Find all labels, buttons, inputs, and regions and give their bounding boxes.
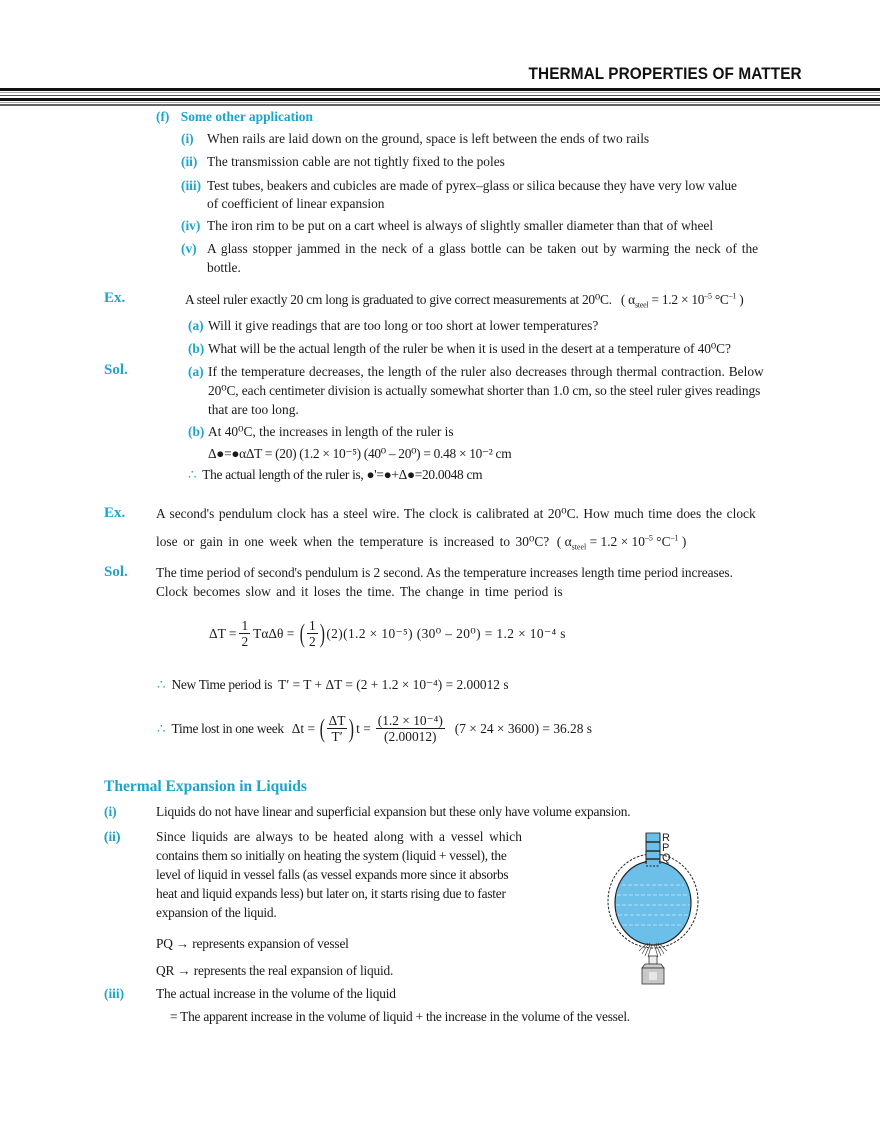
- solution1-conclusion: ∴The actual length of the ruler is, ●'=●…: [188, 467, 483, 482]
- solution1-part-a-cont: 20⁰C, each centimeter division is actual…: [208, 383, 761, 398]
- given-alpha: ( αsteel = 1.2 × 10–5 °C–1 ): [620, 291, 744, 310]
- applications-label: (f): [156, 109, 170, 124]
- application-item: (iii)Test tubes, beakers and cubicles ar…: [181, 178, 737, 193]
- liquids-item: (i)Liquids do not have linear and superf…: [104, 804, 631, 819]
- application-item: (i)When rails are laid down on the groun…: [181, 131, 650, 146]
- flask-expansion-diagram: R P Q: [590, 830, 720, 990]
- liquids-item-line: expansion of the liquid.: [156, 905, 277, 920]
- svg-text:P: P: [662, 842, 669, 854]
- application-item: (v)A glass stopper jammed in the neck of…: [181, 241, 759, 256]
- qr-description: QR → represents the real expansion of li…: [156, 963, 394, 978]
- liquids-item-line: Since liquids are always to be heated al…: [156, 829, 522, 844]
- solution1-part-b: (b)At 40⁰C, the increases in length of t…: [188, 424, 454, 439]
- applications-title: Some other application: [180, 109, 313, 124]
- liquids-item-line: level of liquid in vessel falls (as vess…: [156, 867, 509, 882]
- example2-line2: lose or gain in one week when the temper…: [156, 533, 687, 552]
- liquids-item: (iii)The actual increase in the volume o…: [104, 986, 396, 1001]
- solution2-line1: The time period of second's pendulum is …: [156, 565, 733, 580]
- application-item: (ii)The transmission cable are not tight…: [181, 154, 505, 169]
- svg-text:R: R: [662, 832, 670, 844]
- application-item: (iv)The iron rim to be put on a cart whe…: [181, 218, 714, 233]
- therefore-icon: ∴: [157, 720, 166, 736]
- solution1-equation: Δ●=●αΔT = (20) (1.2 × 10⁻⁵) (40⁰ – 20⁰) …: [208, 446, 512, 461]
- page-header-title: THERMAL PROPERTIES OF MATTER: [528, 65, 802, 83]
- therefore-icon: ∴: [188, 467, 197, 482]
- solution2-line2: Clock becomes slow and it loses the time…: [156, 584, 563, 599]
- therefore-icon: ∴: [157, 677, 166, 692]
- solution-label: Sol.: [104, 362, 128, 378]
- example1-part-b: (b)What will be the actual length of the…: [188, 341, 731, 356]
- application-item-cont: bottle.: [207, 260, 241, 275]
- section-title-liquids: Thermal Expansion in Liquids: [104, 778, 307, 795]
- example1-question: A steel ruler exactly 20 cm long is grad…: [185, 291, 744, 310]
- liquids-item-num: (ii): [104, 829, 121, 844]
- example-label: Ex.: [104, 505, 126, 521]
- flask-icon: R P Q: [607, 832, 699, 985]
- application-item-cont: of coefficient of linear expansion: [207, 196, 385, 211]
- pq-description: PQ → represents expansion of vessel: [156, 936, 349, 951]
- svg-text:Q: Q: [662, 852, 671, 864]
- liquids-item-iii-cont: = The apparent increase in the volume of…: [170, 1009, 630, 1024]
- given-alpha: ( αsteel = 1.2 × 10–5 °C–1 ): [556, 533, 687, 552]
- solution1-part-a: (a)If the temperature decreases, the len…: [188, 364, 764, 379]
- example-label: Ex.: [104, 290, 126, 306]
- liquids-item-line: contains them so initially on heating th…: [156, 848, 507, 863]
- example2-line1: A second's pendulum clock has a steel wi…: [156, 506, 756, 521]
- liquids-item-line: heat and liquid expands less) but later …: [156, 886, 506, 901]
- example1-part-a: (a)Will it give readings that are too lo…: [188, 318, 599, 333]
- solution-label: Sol.: [104, 564, 128, 580]
- applications-heading: (f) Some other application: [156, 109, 313, 125]
- solution1-part-a-cont: that are too long.: [208, 402, 299, 417]
